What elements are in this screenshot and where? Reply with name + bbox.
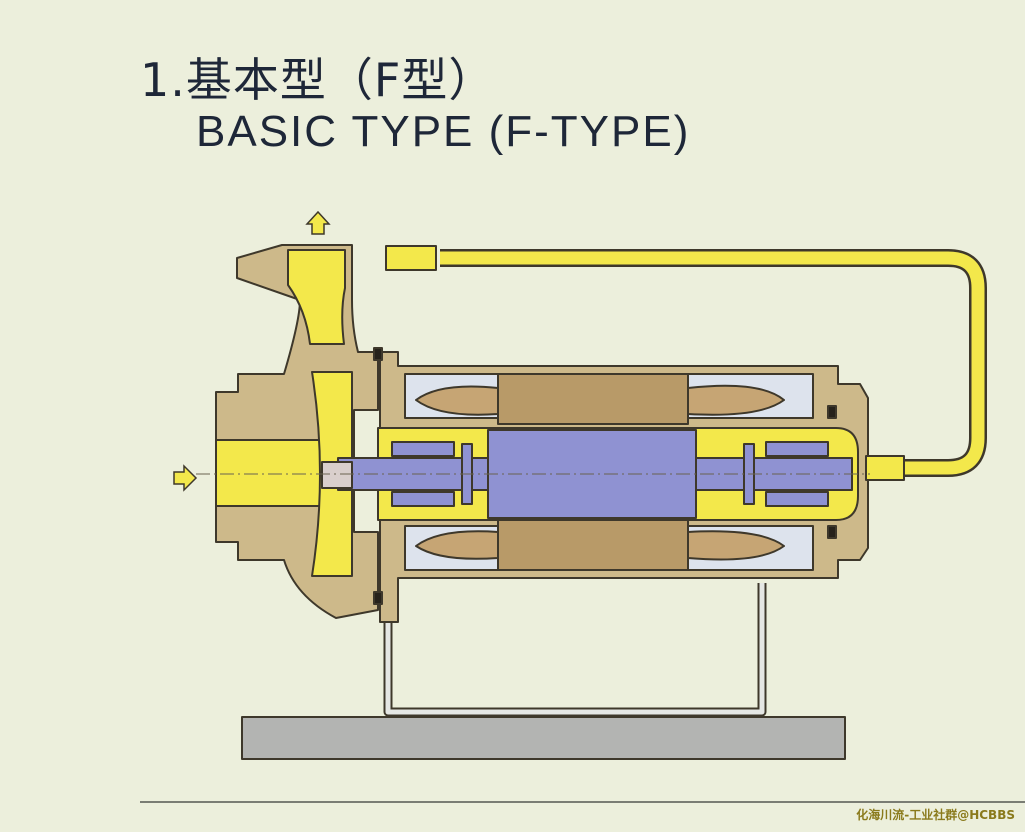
suction-channel: [215, 439, 337, 507]
gasket-rear-bottom: [827, 525, 837, 539]
coil-end-left-bottom: [415, 530, 499, 560]
gasket-rear-top: [827, 405, 837, 419]
gasket-top: [373, 347, 383, 361]
stator-core-top: [497, 373, 689, 425]
watermark: 化海川流-工业社群@HCBBS: [856, 808, 1015, 822]
baseplate: [241, 716, 846, 760]
bottom-rule: [140, 801, 1025, 803]
bearing-rear-top: [765, 441, 829, 457]
support-frame: [383, 583, 767, 717]
bearing-front-bottom: [391, 491, 455, 507]
coil-end-right-top: [687, 384, 785, 416]
title-english: BASIC TYPE (F-TYPE): [196, 107, 691, 156]
bearing-front-top: [391, 441, 455, 457]
flow-outlet-arrow-icon: [305, 210, 331, 235]
coil-end-left-top: [415, 385, 499, 416]
discharge-throat: [287, 249, 346, 345]
coil-end-right-bottom: [687, 530, 785, 561]
title-block: 1.基本型（F型） BASIC TYPE (F-TYPE): [140, 52, 690, 158]
title-chinese: 1.基本型（F型）: [140, 53, 496, 107]
pipe-union-rear: [865, 455, 905, 481]
stator-core-bottom: [497, 519, 689, 571]
flow-inlet-arrow-icon: [173, 464, 198, 492]
bearing-rear-bottom: [765, 491, 829, 507]
gasket-bottom: [373, 591, 383, 605]
pipe-union-top: [385, 245, 437, 271]
impeller-nut: [321, 461, 353, 489]
